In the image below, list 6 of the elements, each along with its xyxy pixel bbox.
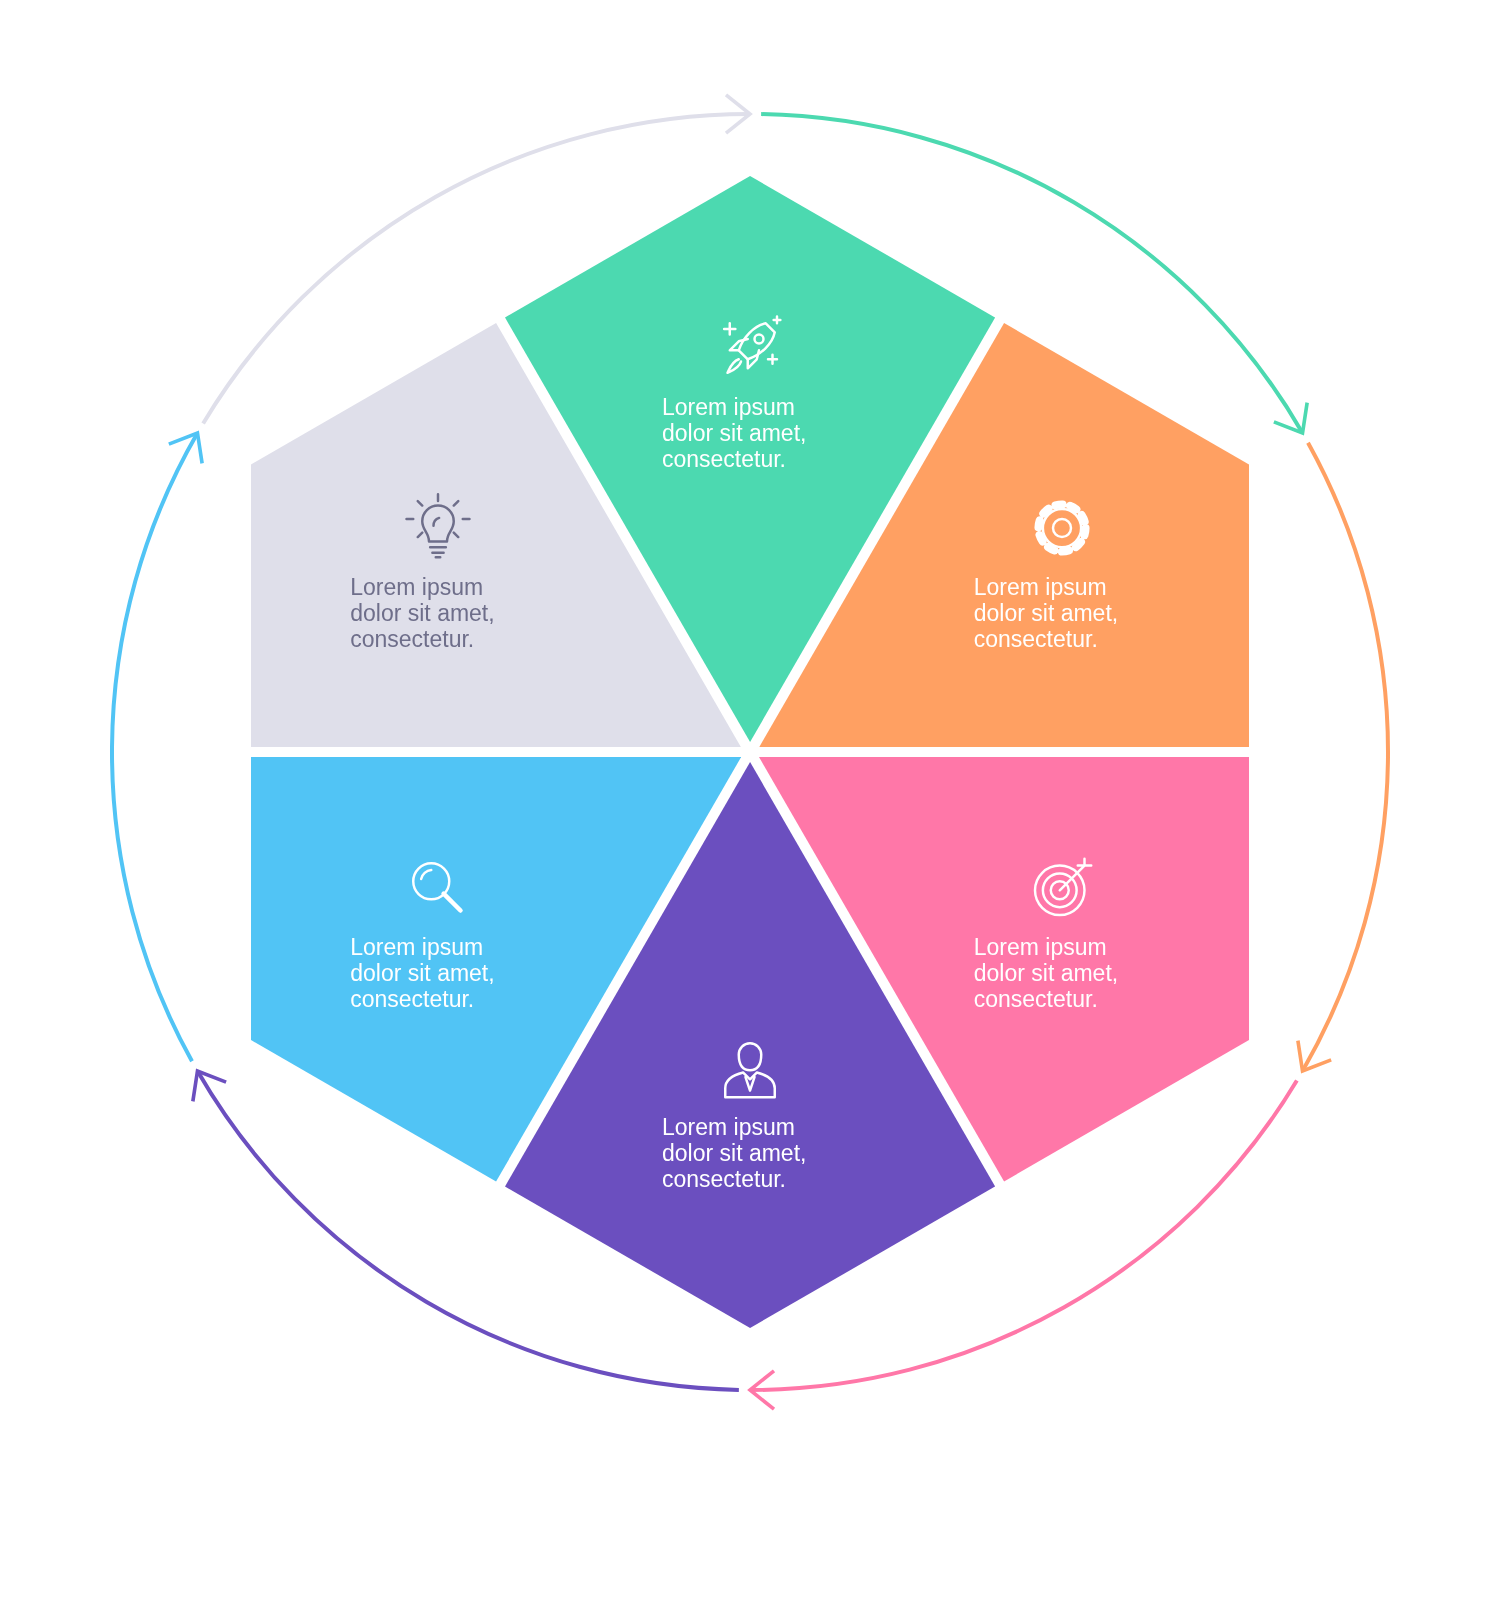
- segment-text: Lorem ipsum dolor sit amet, consectetur.: [350, 934, 496, 1012]
- segment-text: Lorem ipsum dolor sit amet, consectetur.: [973, 574, 1120, 652]
- segment-text: Lorem ipsum dolor sit amet, consectetur.: [662, 1114, 808, 1192]
- segment-text: Lorem ipsum dolor sit amet, consectetur.: [973, 934, 1120, 1012]
- segment-text: Lorem ipsum dolor sit amet, consectetur.: [662, 394, 808, 472]
- segment-text: Lorem ipsum dolor sit amet, consectetur.: [350, 574, 496, 652]
